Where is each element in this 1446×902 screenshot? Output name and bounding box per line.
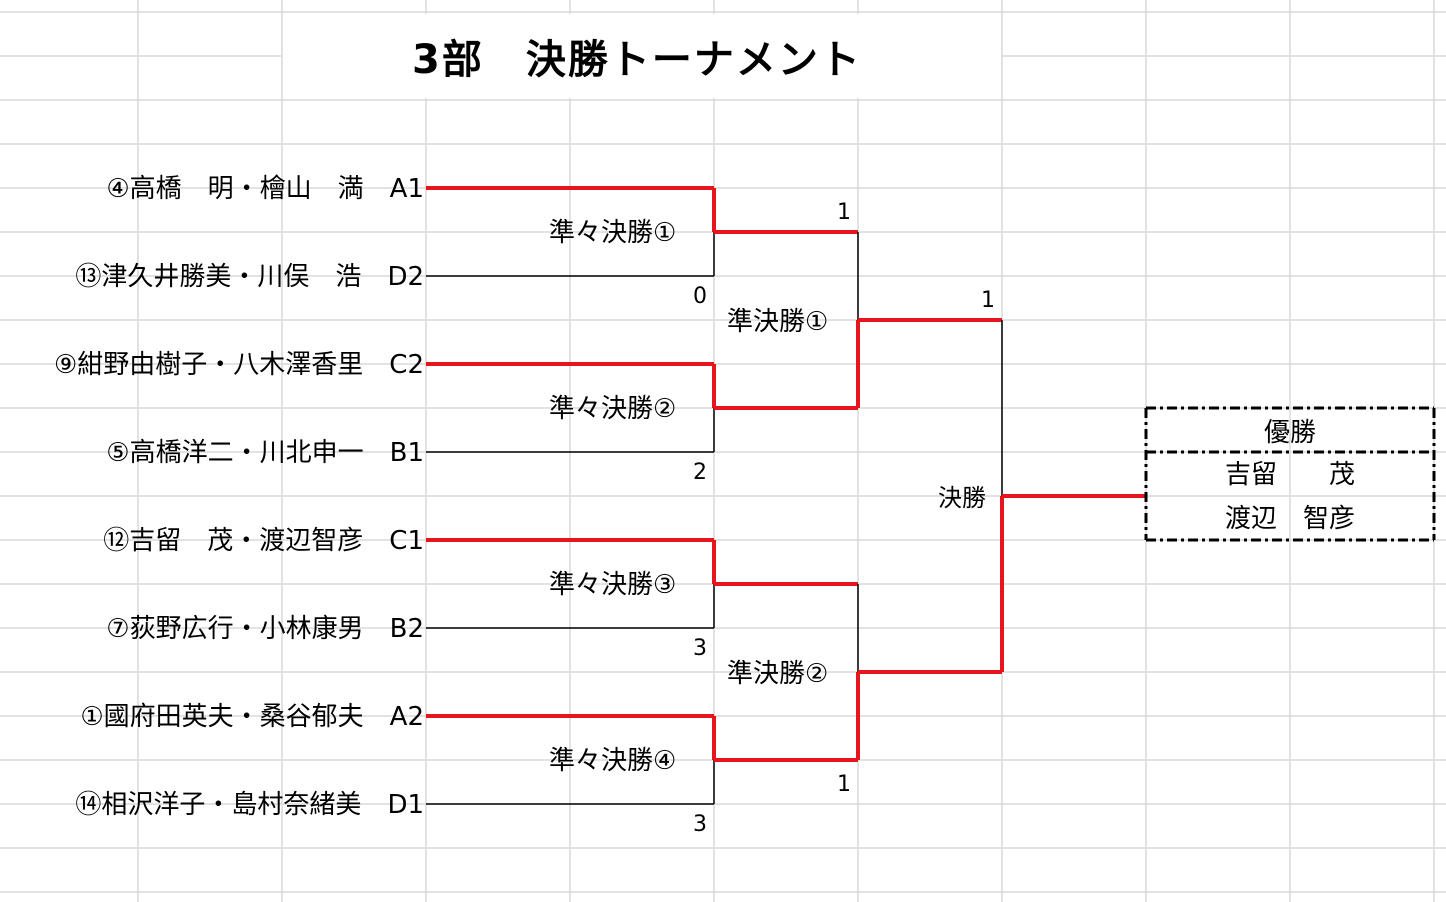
quarterfinal-score: 0 xyxy=(693,284,707,309)
player-entry: ⑫吉留 茂・渡辺智彦 C1 xyxy=(103,526,424,556)
player-entry: ⑬津久井勝美・川俣 浩 D2 xyxy=(75,262,424,292)
player-entry: ①國府田英夫・桑谷郁夫 A2 xyxy=(80,702,424,732)
champion-heading: 優勝 xyxy=(1263,418,1316,448)
quarterfinal-score: 3 xyxy=(693,636,707,661)
quarterfinal-label: 準々決勝④ xyxy=(549,746,677,776)
semifinal-label: 準決勝② xyxy=(727,659,829,689)
player-entry: ⑭相沢洋子・島村奈緒美 D1 xyxy=(75,790,424,820)
champion-name-2: 渡辺 智彦 xyxy=(1224,504,1355,534)
semifinal-score: 1 xyxy=(837,772,851,797)
page-title: 3部 決勝トーナメント xyxy=(412,37,862,83)
player-entry: ④高橋 明・檜山 満 A1 xyxy=(106,174,424,204)
player-entry: ⑨紺野由樹子・八木澤香里 C2 xyxy=(53,350,424,380)
title-merged-cell xyxy=(284,14,1000,98)
quarterfinal-score: 3 xyxy=(693,812,707,837)
quarterfinal-label: 準々決勝① xyxy=(549,218,677,248)
final-label: 決勝 xyxy=(938,484,986,512)
quarterfinal-label: 準々決勝③ xyxy=(549,570,677,600)
champion-name-1: 吉留 茂 xyxy=(1224,460,1355,490)
semifinal-score: 1 xyxy=(837,200,851,225)
final-score: 1 xyxy=(981,288,995,313)
semifinal-label: 準決勝① xyxy=(727,307,829,337)
player-entry: ⑦荻野広行・小林康男 B2 xyxy=(106,614,424,644)
quarterfinal-score: 2 xyxy=(693,460,707,485)
player-entry: ⑤高橋洋二・川北申一 B1 xyxy=(106,438,424,468)
quarterfinal-label: 準々決勝② xyxy=(549,394,677,424)
